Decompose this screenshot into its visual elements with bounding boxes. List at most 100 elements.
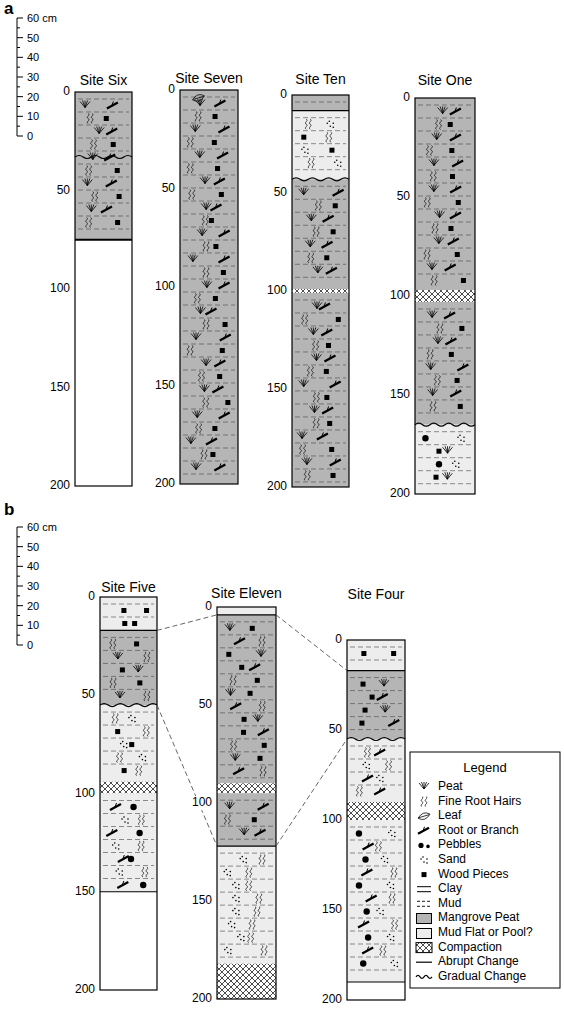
sand-symbol [390,887,392,889]
wood-symbol [359,721,364,726]
root-symbol [368,843,370,847]
compaction-band [217,783,276,793]
wood-symbol [248,691,253,696]
peat-symbol [190,125,200,132]
peat-symbol [199,385,209,392]
sand-symbol [340,165,342,167]
mud-texture [220,738,273,739]
scale-tick [17,645,23,646]
root-symbol [453,238,455,242]
panel-letter: a [3,0,14,19]
sand-symbol [237,936,239,938]
peat-symbol [201,203,211,210]
mud-texture [183,188,235,189]
peat-symbol [94,127,104,134]
axis-label: 50 [26,540,40,553]
root-hair-symbol [308,253,314,263]
wood-symbol [115,729,120,734]
sand-symbol [329,125,331,127]
core-column-box: Site Five [100,597,157,990]
axis-label: 200 [191,992,213,1006]
root-hair-symbol [427,146,433,156]
root-hair-symbol [138,815,144,825]
wood-symbol [327,421,332,426]
axis-label: 100 [321,813,343,827]
gradual-boundary [100,704,157,707]
peat-symbol [191,333,201,340]
sand-symbol [378,775,380,777]
sand-symbol [390,830,392,832]
axis-label: 150 [389,388,411,402]
root-symbol [423,827,425,831]
compaction-band [415,290,475,302]
axis-label: 50 [328,723,343,737]
mud-texture [220,673,273,674]
peat-symbol [299,188,309,195]
mud-texture [103,751,154,752]
mud-texture [220,931,273,932]
mud-texture [418,248,472,249]
wood-symbol [329,148,334,153]
root-hair-symbol [143,727,149,737]
mud-texture [220,905,273,906]
core-column [347,640,405,1000]
mud-texture [418,399,472,400]
root-symbol [235,702,237,706]
sand-symbol [232,897,234,899]
sand-symbol [234,895,236,897]
sand-symbol [239,858,241,860]
scale-tick [17,546,23,547]
root-hair-symbol [92,192,98,202]
root-symbol [455,186,457,190]
scale-tick [17,37,23,38]
axis-label: 60 cm [26,12,58,25]
root-symbol [363,921,365,925]
sand-symbol [365,767,367,769]
root-symbol [322,407,333,413]
root-symbol [249,664,260,670]
mud-texture [295,429,346,430]
root-symbol [452,161,463,167]
sand-symbol [231,926,233,928]
root-symbol [263,728,265,732]
sand-symbol [426,858,428,860]
root-symbol [214,361,225,367]
wood-symbol [241,730,246,735]
wood-symbol [331,473,336,478]
scale-tick [17,77,23,78]
mud-texture [295,102,346,103]
column-outline [292,95,349,487]
sand-symbol [145,760,147,762]
sand-symbol [141,754,143,756]
axis-label: 200 [49,479,71,493]
sand-symbol [455,465,457,467]
root-symbol [239,637,241,641]
scale-bar [17,18,23,136]
peat-symbol [443,446,453,453]
wood-symbol [434,475,439,480]
mud-texture [418,431,472,432]
mud-texture [103,676,154,677]
axis-label: 0 [167,83,176,97]
wood-symbol [120,667,125,672]
root-symbol [210,205,221,211]
sand-symbol [387,884,389,886]
axis-label: 50 [396,190,411,204]
root-hair-symbol [189,190,195,200]
mud-texture [103,604,154,605]
root-symbol [219,283,230,289]
mud-texture [220,839,273,840]
mud-texture [418,157,472,158]
sand-symbol [376,910,378,912]
scale-tick [17,67,20,68]
sand-symbol [127,818,129,820]
sediment-layer [217,615,276,784]
core-column [100,597,157,990]
root-hair-symbol [203,320,209,330]
peat-symbol [80,101,90,108]
mud-texture [103,852,154,853]
sand-symbol [238,901,240,903]
scale-tick [17,27,20,28]
root-symbol [379,788,381,792]
mud-texture [183,396,235,397]
